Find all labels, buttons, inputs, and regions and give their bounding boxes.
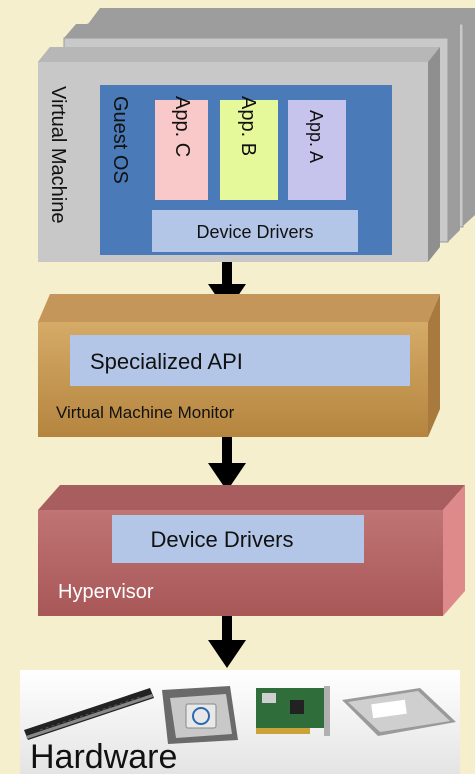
hypervisor-device-drivers-box	[112, 515, 364, 563]
hard-drive-icon	[342, 688, 456, 736]
virtual-machine-label: Virtual Machine	[47, 86, 69, 223]
guest-device-drivers-label: Device Drivers	[196, 222, 313, 242]
memory-module-icon	[24, 688, 154, 740]
specialized-api-label: Specialized API	[90, 349, 243, 374]
guest-device-drivers-box	[152, 210, 358, 252]
app-a-label: App. A	[306, 110, 326, 163]
app-b-box	[220, 100, 278, 200]
cpu-chip-icon	[162, 686, 238, 744]
guest-os-label: Guest OS	[109, 96, 131, 184]
app-a-box	[288, 100, 346, 200]
app-c-label: App. C	[171, 96, 193, 157]
specialized-api-box	[70, 335, 410, 386]
network-card-icon	[256, 686, 330, 736]
arrow-hypervisor-to-hardware	[208, 616, 246, 668]
app-c-box	[155, 100, 208, 200]
hypervisor-label: Hypervisor	[58, 581, 154, 603]
hardware-label: Hardware	[30, 738, 177, 774]
app-b-label: App. B	[237, 96, 259, 156]
vmm-label: Virtual Machine Monitor	[56, 403, 235, 422]
arrow-vmm-to-hypervisor	[208, 437, 246, 491]
hypervisor-device-drivers-label: Device Drivers	[150, 527, 293, 552]
